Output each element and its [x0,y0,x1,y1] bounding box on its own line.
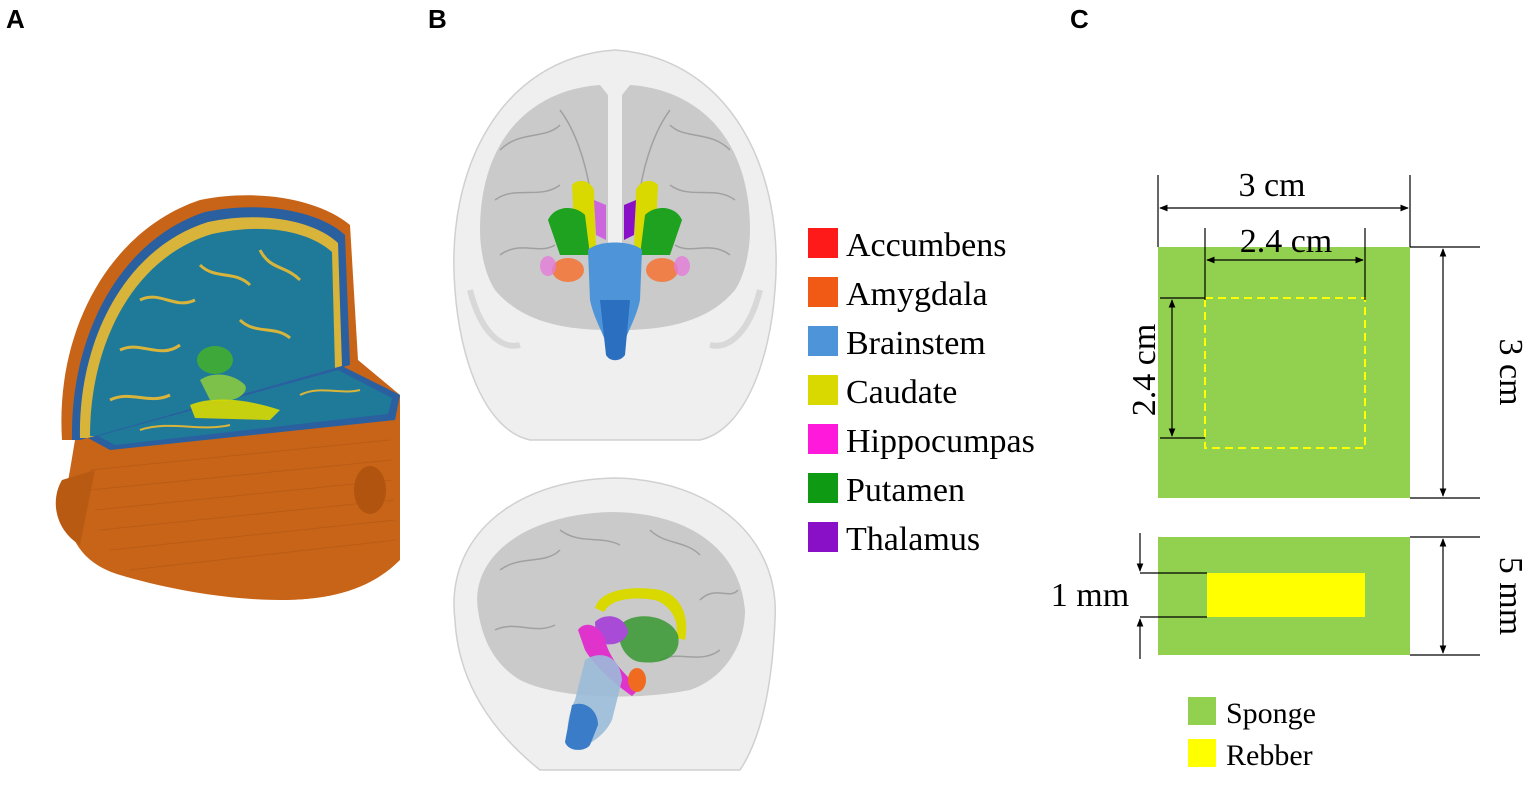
structure-legend-swatch [808,326,838,356]
structure-legend-label: Caudate [846,374,957,411]
material-legend-label: Sponge [1226,697,1316,730]
rubber-outline-dashed [1204,297,1366,449]
label-height-outer: 3 cm [1492,338,1529,405]
structure-legend-label: Amygdala [846,276,988,313]
material-legend-swatch [1188,697,1216,725]
structure-legend-swatch [808,375,838,405]
pad-side-view [1136,533,1480,659]
label-height-inner: 2.4 cm [1126,324,1163,417]
label-width-outer: 3 cm [1238,167,1305,204]
panel-label-a: A [6,4,25,34]
structure-legend-swatch [808,473,838,503]
structure-legend-label: Accumbens [846,227,1007,264]
rubber-cross-section [1207,573,1365,617]
label-rubber-thickness: 1 mm [1051,577,1129,614]
structure-legend-label: Brainstem [846,325,986,362]
head-side-view [453,477,776,771]
material-legend-swatch [1188,739,1216,767]
panel-label-c: C [1070,4,1089,34]
pad-top-view [1157,175,1480,499]
structure-legend-swatch [808,277,838,307]
label-thickness: 5 mm [1492,557,1529,635]
head-voxel-model [55,195,400,600]
structure-legend-label: Putamen [846,472,965,509]
sponge-square [1158,247,1410,498]
structure-legend-swatch [808,424,838,454]
panel-label-b: B [428,4,447,34]
structure-legend-label: Thalamus [846,521,980,558]
structure-legend-label: Hippocumpas [846,423,1035,460]
head-front-view [453,49,777,441]
structure-legend-swatch [808,522,838,552]
structure-legend: AccumbensAmygdalaBrainstemCaudateHippocu… [808,227,1035,558]
label-width-inner: 2.4 cm [1240,223,1333,260]
structure-legend-swatch [808,228,838,258]
material-legend-label: Rebber [1226,739,1313,772]
